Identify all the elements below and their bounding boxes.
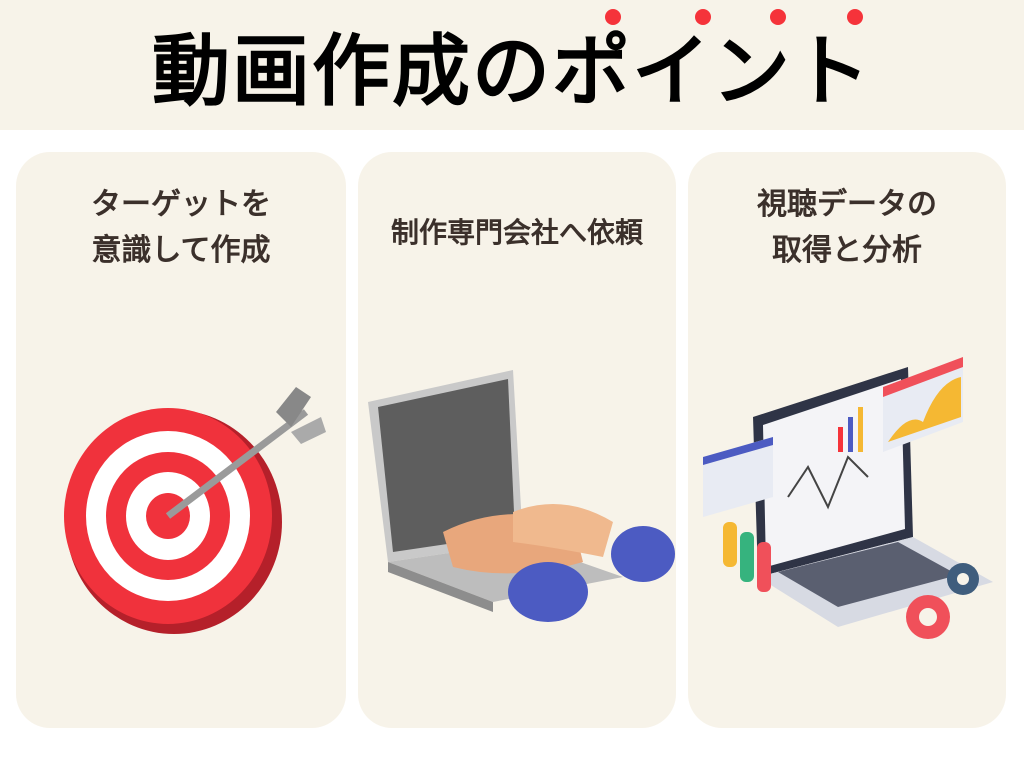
point-card-agency: 制作専門会社へ依頼 — [358, 152, 676, 728]
page-title: 動画作成のポイント — [151, 27, 872, 117]
emphasis-dot — [847, 9, 863, 25]
card-title: ターゲットを 意識して作成 — [91, 187, 271, 268]
analytics-laptop-icon — [703, 357, 993, 639]
laptop-typing-icon — [368, 370, 675, 622]
emphasis-dot — [770, 9, 786, 25]
emphasis-dot — [695, 9, 711, 25]
point-card-target: ターゲットを 意識して作成 — [16, 152, 346, 728]
card-title: 視聴データの 取得と分析 — [757, 187, 937, 268]
card-title: 制作専門会社へ依頼 — [390, 216, 643, 249]
emphasis-dot — [605, 9, 621, 25]
point-card-analytics: 視聴データの 取得と分析 — [688, 152, 1006, 728]
target-arrow-icon — [64, 387, 326, 634]
